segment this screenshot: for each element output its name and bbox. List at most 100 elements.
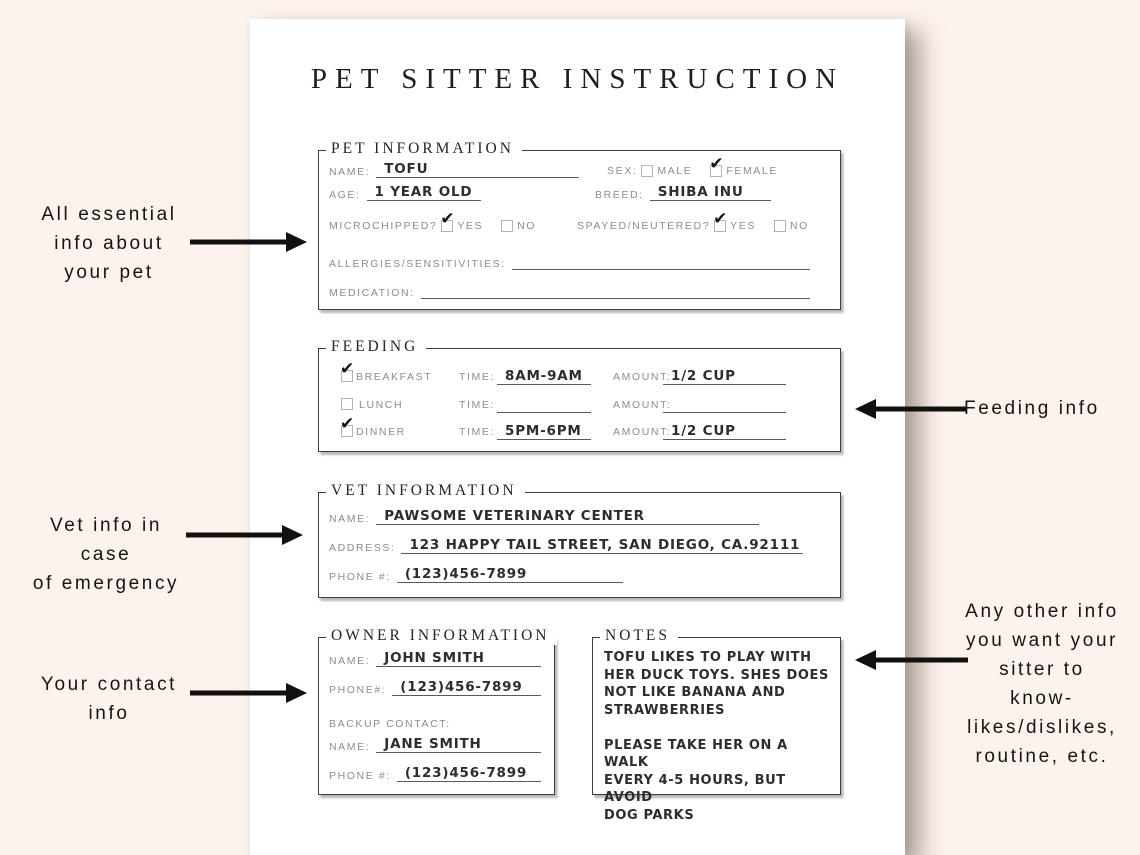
- no-label: NO: [517, 220, 537, 232]
- vet-name-input-line[interactable]: PAWSOME VETERINARY CENTER: [376, 508, 759, 525]
- annotation-vet-info: Vet info in case of emergency: [32, 515, 180, 594]
- checkbox-female[interactable]: ✔: [709, 156, 724, 177]
- pet-breed-field: BREED: SHIBA INU: [595, 184, 771, 201]
- feeding-row-lunch: ✔ LUNCH TIME: AMOUNT:: [319, 394, 840, 414]
- pet-age-label: AGE:: [329, 189, 361, 201]
- checkbox-microchipped-no[interactable]: ✔: [501, 220, 514, 232]
- checkbox-square: [714, 220, 727, 232]
- vet-phone-label: PHONE #:: [329, 571, 391, 583]
- arrow-right-icon: [190, 683, 307, 703]
- checkbox-square: [641, 165, 654, 177]
- owner-name-input-line[interactable]: JOHN SMITH: [376, 650, 541, 667]
- pet-information-legend: PET INFORMATION: [326, 140, 522, 158]
- male-label: MALE: [657, 165, 693, 177]
- vet-address-value: 123 HAPPY TAIL STREET, SAN DIEGO, CA.921…: [409, 537, 801, 553]
- pet-name-value: TOFU: [384, 161, 429, 177]
- owner-information-legend: OWNER INFORMATION: [326, 627, 558, 645]
- checkbox-square: [341, 425, 353, 437]
- section-pet-information: PET INFORMATION NAME: TOFU SEX: ✔ MALE ✔…: [318, 140, 841, 310]
- arrow-left-icon: [855, 399, 966, 419]
- pet-breed-label: BREED:: [595, 189, 644, 201]
- annotation-feeding-info: Feeding info: [964, 398, 1100, 419]
- page-title: PET SITTER INSTRUCTION: [310, 63, 845, 95]
- medication-field: MEDICATION:: [329, 282, 810, 299]
- time-label: TIME:: [459, 371, 495, 383]
- pet-sex-group: SEX: ✔ MALE ✔ FEMALE: [607, 156, 778, 177]
- checkbox-square: [441, 220, 454, 232]
- checkbox-dinner[interactable]: ✔: [340, 416, 354, 437]
- lunch-amount-input-line[interactable]: [663, 396, 786, 413]
- notes-text[interactable]: TOFU LIKES TO PLAY WITH HER DUCK TOYS. S…: [604, 650, 829, 823]
- dinner-amount-input-line[interactable]: 1/2 CUP: [663, 423, 786, 440]
- time-label: TIME:: [459, 426, 495, 438]
- checkbox-spayed-yes[interactable]: ✔: [713, 211, 727, 232]
- checkbox-square: [341, 398, 353, 410]
- vet-name-value: PAWSOME VETERINARY CENTER: [384, 508, 645, 524]
- lunch-time-input-line[interactable]: [497, 396, 591, 413]
- pet-breed-input-line[interactable]: SHIBA INU: [649, 184, 771, 201]
- checkmark-icon: ✔: [340, 359, 355, 379]
- breakfast-amount-input-line[interactable]: 1/2 CUP: [663, 368, 786, 385]
- vet-phone-value: (123)456-7899: [404, 566, 528, 582]
- backup-name-input-line[interactable]: JANE SMITH: [376, 736, 541, 753]
- female-label: FEMALE: [726, 165, 778, 177]
- owner-name-field: NAME: JOHN SMITH: [329, 650, 541, 667]
- amount-label: AMOUNT:: [613, 426, 672, 438]
- checkmark-icon: ✔: [709, 154, 724, 174]
- amount-label: AMOUNT:: [613, 399, 672, 411]
- owner-phone-field: PHONE#: (123)456-7899: [329, 679, 541, 696]
- backup-name-field: NAME: JANE SMITH: [329, 736, 541, 753]
- notes-legend: NOTES: [600, 627, 678, 645]
- vet-address-label: ADDRESS:: [329, 542, 396, 554]
- breakfast-time-value: 8AM-9AM: [505, 368, 583, 384]
- dinner-amount-value: 1/2 CUP: [671, 423, 736, 439]
- dinner-time-value: 5PM-6PM: [505, 423, 582, 439]
- checkbox-breakfast[interactable]: ✔: [340, 361, 354, 382]
- backup-phone-input-line[interactable]: (123)456-7899: [396, 765, 541, 782]
- allergies-field: ALLERGIES/SENSITIVITIES:: [329, 253, 810, 270]
- checkbox-square: [710, 165, 723, 177]
- section-vet-information: VET INFORMATION NAME: PAWSOME VETERINARY…: [318, 482, 841, 598]
- breakfast-amount-value: 1/2 CUP: [671, 368, 736, 384]
- backup-name-value: JANE SMITH: [384, 736, 482, 752]
- backup-name-label: NAME:: [329, 741, 371, 753]
- section-owner-information: OWNER INFORMATION NAME: JOHN SMITH PHONE…: [318, 627, 558, 795]
- checkmark-icon: ✔: [713, 209, 728, 229]
- vet-address-input-line[interactable]: 123 HAPPY TAIL STREET, SAN DIEGO, CA.921…: [401, 537, 803, 554]
- dinner-time-input-line[interactable]: 5PM-6PM: [497, 423, 591, 440]
- arrow-right-icon: [190, 232, 307, 252]
- checkmark-icon: ✔: [440, 209, 455, 229]
- vet-phone-input-line[interactable]: (123)456-7899: [396, 566, 623, 583]
- owner-phone-input-line[interactable]: (123)456-7899: [392, 679, 541, 696]
- vet-name-label: NAME:: [329, 513, 371, 525]
- checkbox-spayed-no[interactable]: ✔: [773, 220, 786, 232]
- yes-label: YES: [730, 220, 756, 232]
- feeding-legend: FEEDING: [326, 338, 427, 356]
- microchipped-label: MICROCHIPPED?: [329, 220, 438, 232]
- section-notes: NOTES TOFU LIKES TO PLAY WITH HER DUCK T…: [592, 627, 841, 823]
- arrow-right-icon: [186, 525, 303, 545]
- owner-name-label: NAME:: [329, 655, 371, 667]
- meal-label: DINNER: [356, 426, 406, 438]
- backup-phone-value: (123)456-7899: [404, 765, 528, 781]
- annotation-owner-info: Your contact info: [40, 674, 178, 724]
- checkbox-microchipped-yes[interactable]: ✔: [440, 211, 455, 232]
- pet-age-input-line[interactable]: 1 YEAR OLD: [366, 184, 481, 201]
- no-label: NO: [789, 220, 809, 232]
- medication-label: MEDICATION:: [329, 287, 415, 299]
- owner-phone-label: PHONE#:: [329, 684, 387, 696]
- allergies-input-line[interactable]: [511, 253, 810, 270]
- checkbox-male[interactable]: ✔: [641, 165, 654, 177]
- owner-name-value: JOHN SMITH: [384, 650, 485, 666]
- allergies-label: ALLERGIES/SENSITIVITIES:: [329, 258, 506, 270]
- pet-name-input-line[interactable]: TOFU: [376, 161, 579, 178]
- annotation-notes-info: Any other info you want your sitter to k…: [965, 601, 1119, 767]
- pet-breed-value: SHIBA INU: [657, 184, 744, 200]
- checkbox-lunch[interactable]: ✔: [341, 398, 353, 410]
- pet-age-value: 1 YEAR OLD: [374, 184, 473, 200]
- sex-label: SEX:: [607, 165, 638, 177]
- vet-name-field: NAME: PAWSOME VETERINARY CENTER: [329, 508, 759, 525]
- medication-input-line[interactable]: [420, 282, 810, 299]
- microchipped-group: MICROCHIPPED? ✔ YES ✔ NO: [329, 211, 537, 232]
- breakfast-time-input-line[interactable]: 8AM-9AM: [497, 368, 591, 385]
